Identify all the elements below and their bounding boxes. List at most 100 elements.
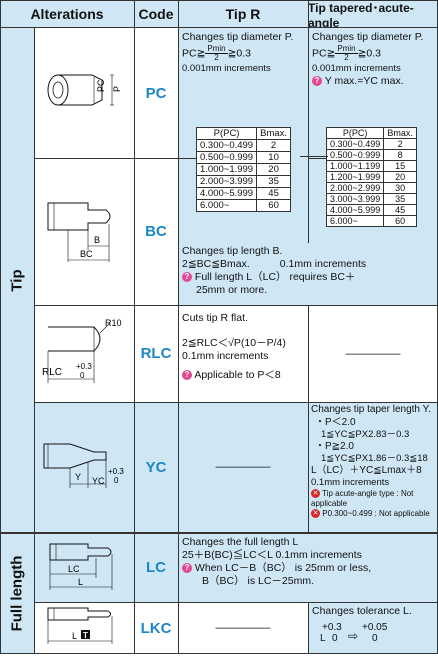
code-yc: YC <box>134 402 178 532</box>
lc-r-4: B（BC） is LC－25mm. <box>202 575 315 587</box>
bc-diagram: B BC <box>34 158 134 305</box>
lkc-diagram: L T <box>34 602 134 654</box>
grid-line <box>0 0 1 654</box>
table-head-bmax: Bmax. <box>383 127 417 139</box>
lc-diagram-l: L <box>78 577 83 587</box>
table-connector <box>300 156 328 157</box>
code-lkc: LKC <box>134 602 178 654</box>
arrow-right-icon: ⇨ <box>348 629 359 643</box>
rlc-diagram-r10: R10 <box>105 318 122 328</box>
grid-line <box>178 158 196 159</box>
lkc-t-tolerance: +0.3 L 0 ⇨ +0.05 0 <box>312 618 434 646</box>
pc-t-increment: 0.001mm increments <box>312 63 401 74</box>
lkc-tol-to-bottom: 0 <box>372 633 378 644</box>
yc-t-line-0: Changes tip taper length Y. <box>311 404 431 415</box>
pc-r-title: Changes tip diameter P. <box>182 31 294 43</box>
yc-diagram-yc: YC <box>92 476 105 486</box>
pc-r-frac-top: Pmin <box>205 44 228 54</box>
lkc-tol-from-top: +0.3 <box>322 622 342 633</box>
lc-r-1: Changes the full length L <box>182 536 299 548</box>
pc-diagram-pc-label: PC <box>96 79 106 92</box>
grid-line <box>0 532 438 534</box>
rlc-r-formula: 2≦RLC＜√P(10－P/4) <box>182 337 286 349</box>
header-tip-r: Tip R <box>178 0 308 28</box>
grid-line <box>34 158 178 159</box>
lc-diagram-lc: LC <box>68 564 80 574</box>
table-head-ppc: P(PC) <box>195 127 258 140</box>
code-pc: PC <box>134 28 178 158</box>
group-tip-label: Tip <box>8 268 26 292</box>
yc-tip-tapered: Changes tip taper length Y. ・P＜2.0 1≦YC≦… <box>308 402 438 532</box>
lc-tip-r: Changes the full length L 25＋B(BC)≦LC＜L … <box>178 532 438 602</box>
lkc-diagram-t: T <box>83 631 88 640</box>
rlc-r-title: Cuts tip R flat. <box>182 312 248 324</box>
table-cell: 10 <box>256 151 292 164</box>
bc-diagram-bc-label: BC <box>80 249 93 259</box>
table-cell: 8 <box>383 149 417 161</box>
grid-line <box>308 0 309 243</box>
table-cell: 0.300~0.499 <box>325 138 385 150</box>
bc-text-2b: 0.1mm increments <box>279 258 367 270</box>
pc-t-formula-left: PC≧ <box>312 47 336 60</box>
note-icon: ? <box>182 272 192 283</box>
table-cell: 6.000~ <box>325 215 385 227</box>
note-icon: ? <box>182 563 192 574</box>
table-cell: 2 <box>256 139 292 152</box>
group-full-length-label: Full length <box>8 555 26 631</box>
lkc-tol-from-bottom: 0 <box>332 633 338 644</box>
yc-t-line-4: 1≦YC≦PX1.86－0.3≦18 <box>321 453 428 464</box>
bc-text-1: Changes tip length B. <box>182 245 283 257</box>
grid-line <box>308 305 309 532</box>
grid-line <box>308 158 326 159</box>
note-icon: ? <box>182 370 192 381</box>
grid-line <box>34 602 438 603</box>
table-cell: 1.000~1.999 <box>195 163 258 176</box>
bc-diagram-b-label: B <box>94 235 100 245</box>
table-cell: 2.000~2.999 <box>325 182 385 194</box>
cross-icon: ✕ <box>311 508 320 518</box>
bc-text-4: 25mm or more. <box>196 284 268 296</box>
table-cell: 0.500~0.999 <box>325 149 385 161</box>
table-head-bmax: Bmax. <box>256 127 292 140</box>
pc-t-formula-right: ≧0.3 <box>357 47 382 60</box>
lkc-t-title: Changes tolerance L. <box>312 605 412 617</box>
lkc-diagram-l: L <box>72 631 77 641</box>
lc-r-3: When LC－B（BC） is 25mm or less, <box>194 562 372 574</box>
pc-diagram: PC P <box>34 28 134 158</box>
pc-r-increment: 0.001mm increments <box>182 63 271 74</box>
cross-icon: ✕ <box>311 488 320 498</box>
code-lc: LC <box>134 532 178 602</box>
yc-t-note-2: P0.300~0.499 : Not applicable <box>322 508 430 518</box>
table-cell: 45 <box>383 204 417 216</box>
yc-diagram-tol-bottom: 0 <box>114 476 119 485</box>
rlc-tip-tapered: ――――― <box>308 305 438 402</box>
yc-diagram-tol-top: +0.3 <box>108 467 124 476</box>
yc-tip-r: ――――― <box>178 402 308 532</box>
table-cell: 15 <box>383 160 417 172</box>
pc-t-frac-bottom: 2 <box>344 53 349 62</box>
group-tip: Tip <box>0 28 34 532</box>
pc-t-frac-top: Pmin <box>335 44 358 54</box>
rlc-r-increment: 0.1mm increments <box>182 350 269 362</box>
table-cell: 35 <box>383 193 417 205</box>
table-cell: 60 <box>256 199 292 212</box>
pc-t-title: Changes tip diameter P. <box>312 31 424 43</box>
yc-t-line-6: 0.1mm increments <box>311 477 390 488</box>
table-cell: 20 <box>383 171 417 183</box>
yc-diagram: Y YC +0.3 0 <box>34 402 134 532</box>
table-cell: 0.300~0.499 <box>195 139 258 152</box>
table-cell: 1.000~1.199 <box>325 160 385 172</box>
table-cell: 4.000~5.999 <box>195 187 258 200</box>
table-head-ppc: P(PC) <box>325 127 385 139</box>
yc-t-line-3: ・P≧2.0 <box>315 440 354 452</box>
table-cell: 1.200~1.999 <box>325 171 385 183</box>
table-cell: 6.000~ <box>195 199 258 212</box>
pc-diagram-p-label: P <box>112 86 122 92</box>
lkc-tip-r: ――――― <box>178 602 308 654</box>
header-alterations: Alterations <box>0 0 134 28</box>
